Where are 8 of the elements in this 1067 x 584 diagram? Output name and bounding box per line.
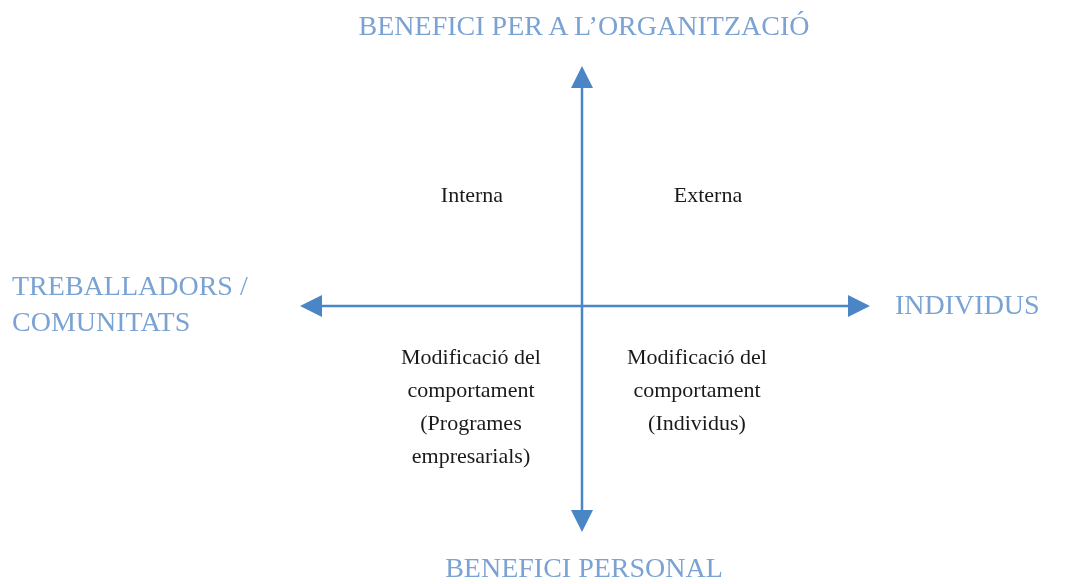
axis-pole-label: BENEFICI PER A L’ORGANITZACIÓ (358, 10, 810, 41)
quadrant-label: Modificació del comportament (Individus) (627, 344, 767, 435)
axis-pole-label: TREBALLADORS / COMUNITATS (12, 270, 248, 337)
quadrant-label: Modificació del comportament (Programes empresarials) (401, 344, 541, 468)
axis-pole-label: BENEFICI PERSONAL (445, 552, 723, 583)
axis-pole-label: INDIVIDUS (895, 289, 1040, 320)
quadrant-label: Interna (440, 182, 504, 207)
quadrant-label: Externa (673, 182, 743, 207)
